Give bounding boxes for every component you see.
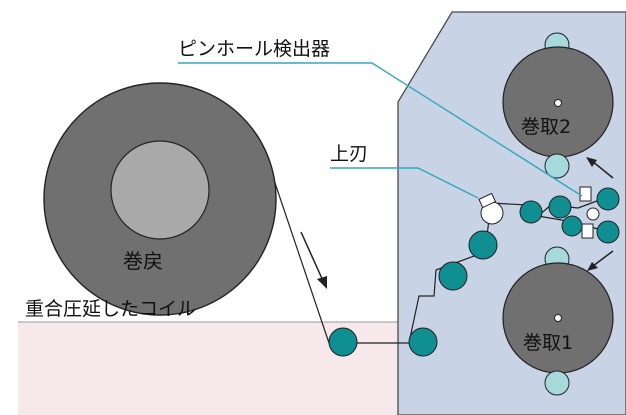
to-winder-2-arrow — [591, 160, 614, 179]
slitter-roller — [561, 215, 583, 237]
winder-1-bottom-roller — [544, 370, 570, 396]
strip-direction-arrowhead — [317, 276, 327, 289]
unwind-label: 巻戻 — [123, 249, 163, 273]
guide-roller — [408, 327, 438, 357]
laminated-coil-label: 重合圧延したコイル — [25, 298, 196, 320]
upper-blade — [478, 192, 497, 209]
lower-detector — [581, 223, 594, 239]
to-winder-1-arrowhead — [587, 262, 598, 271]
upper-blade-leader — [330, 167, 479, 199]
slitter-roller — [596, 187, 620, 211]
to-winder-1-arrow — [592, 250, 614, 267]
slitter-center-roller — [586, 207, 600, 221]
winder-1-label: 巻取1 — [523, 332, 573, 354]
guide-roller — [468, 230, 498, 260]
strip-direction-arrow — [300, 231, 325, 284]
upper-blade-label: 上刃 — [330, 143, 368, 165]
slitter-roller — [519, 200, 543, 224]
to-winder-2-arrowhead — [586, 157, 597, 167]
unwind-coil-core — [110, 140, 210, 240]
winder-2-bottom-roller — [544, 153, 570, 179]
winder-1-spindle — [554, 314, 562, 322]
winder-2-label: 巻取2 — [521, 116, 571, 138]
pinhole-detector — [579, 186, 592, 202]
guide-roller — [328, 327, 358, 357]
pinhole-detector-label: ピンホール検出器 — [178, 38, 330, 60]
pinhole-detector-leader — [178, 62, 583, 197]
winder-2-spindle — [554, 99, 562, 107]
slitter-roller — [596, 220, 620, 244]
guide-roller — [438, 261, 468, 291]
slitter-roller — [548, 195, 572, 219]
